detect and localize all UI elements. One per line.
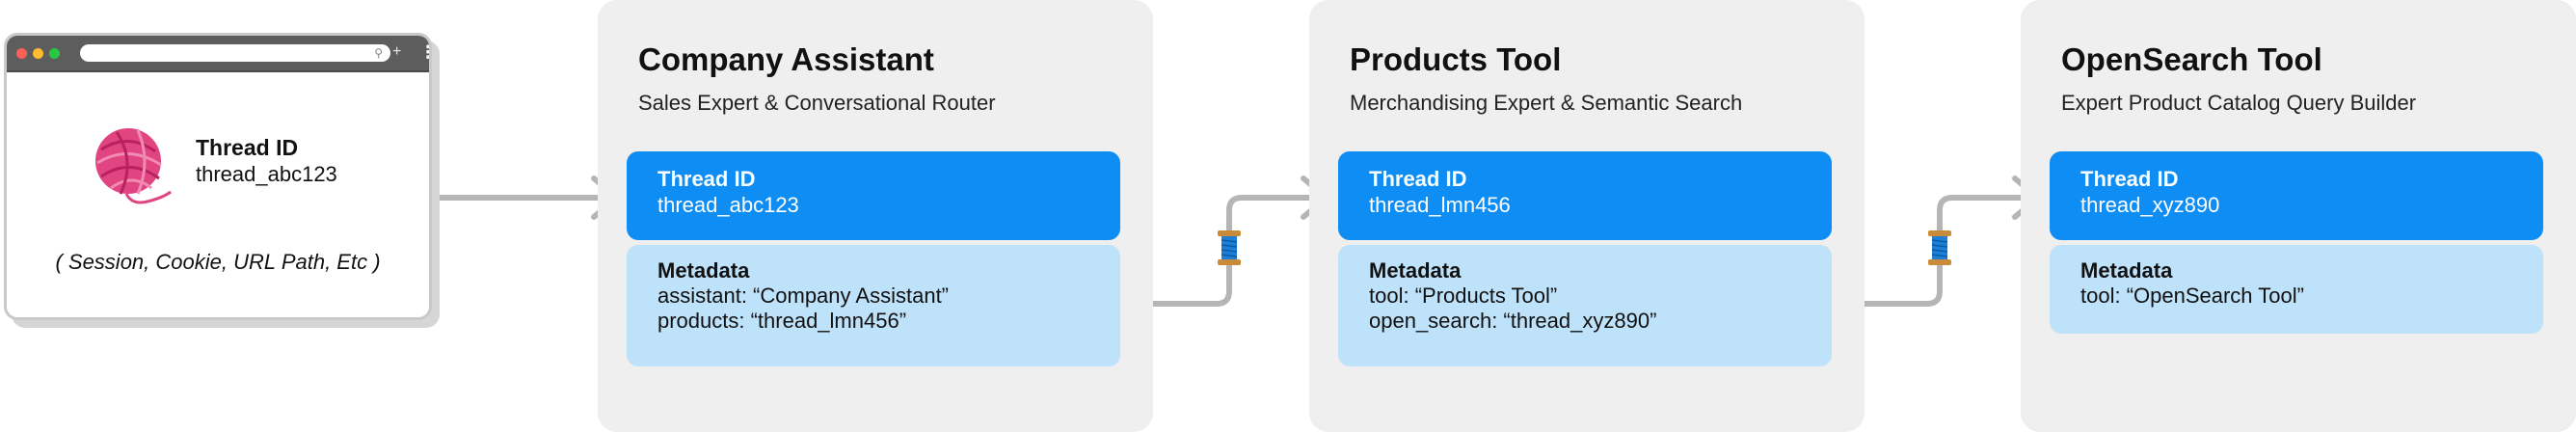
thread-id-card: Thread ID thread_abc123: [627, 151, 1120, 240]
session-note: ( Session, Cookie, URL Path, Etc ): [55, 250, 381, 274]
panel-company-assistant: Company Assistant Sales Expert & Convers…: [598, 0, 1153, 432]
thread-id-label: Thread ID: [1369, 167, 1467, 191]
panel-title: OpenSearch Tool: [2061, 41, 2322, 77]
panel-products-tool: Products Tool Merchandising Expert & Sem…: [1309, 0, 1865, 432]
panel-title: Products Tool: [1350, 41, 1562, 77]
panel-subtitle: Merchandising Expert & Semantic Search: [1350, 91, 1743, 115]
connector-arrow-browser-to-company-assistant: [437, 176, 620, 220]
panel-title: Company Assistant: [638, 41, 934, 77]
kebab-menu-icon[interactable]: ⋮: [419, 41, 429, 63]
browser-toolbar: ⚲ + ⋮: [7, 36, 429, 72]
url-bar[interactable]: ⚲: [80, 44, 390, 62]
panel-subtitle: Sales Expert & Conversational Router: [638, 91, 996, 115]
metadata-card: Metadata tool: “OpenSearch Tool”: [2050, 245, 2543, 334]
panel-subtitle: Expert Product Catalog Query Builder: [2061, 91, 2417, 115]
panel-opensearch-tool: OpenSearch Tool Expert Product Catalog Q…: [2021, 0, 2576, 432]
metadata-label: Metadata: [657, 258, 750, 283]
minimize-window-icon[interactable]: [33, 48, 43, 59]
browser-window: ⚲ + ⋮ Thread ID thread_abc123 ( Session,…: [4, 33, 432, 320]
metadata-label: Metadata: [2080, 258, 2173, 283]
thread-id-value: thread_lmn456: [1369, 193, 1511, 217]
maximize-window-icon[interactable]: [49, 48, 60, 59]
metadata-line: assistant: “Company Assistant”: [657, 284, 950, 308]
thread-id-card: Thread ID thread_xyz890: [2050, 151, 2543, 240]
thread-id-card: Thread ID thread_lmn456: [1338, 151, 1832, 240]
thread-id-label: Thread ID: [2080, 167, 2179, 191]
thread-id-value: thread_abc123: [657, 193, 799, 217]
metadata-line: products: “thread_lmn456”: [657, 309, 907, 333]
search-icon[interactable]: ⚲: [374, 46, 383, 60]
thread-spool-icon: [1218, 230, 1241, 265]
metadata-line: tool: “Products Tool”: [1369, 284, 1558, 308]
yarn-ball-icon: [95, 128, 172, 204]
close-window-icon[interactable]: [16, 48, 27, 59]
metadata-line: tool: “OpenSearch Tool”: [2080, 284, 2304, 308]
metadata-line: open_search: “thread_xyz890”: [1369, 309, 1657, 333]
thread-id-label: Thread ID: [196, 135, 299, 160]
thread-id-label: Thread ID: [657, 167, 756, 191]
thread-id-value: thread_abc123: [196, 162, 337, 186]
thread-id-value: thread_xyz890: [2080, 193, 2220, 217]
thread-spool-icon: [1928, 230, 1951, 265]
metadata-card: Metadata assistant: “Company Assistant” …: [627, 245, 1120, 366]
metadata-card: Metadata tool: “Products Tool” open_sear…: [1338, 245, 1832, 366]
metadata-label: Metadata: [1369, 258, 1462, 283]
plus-icon[interactable]: +: [392, 43, 402, 60]
